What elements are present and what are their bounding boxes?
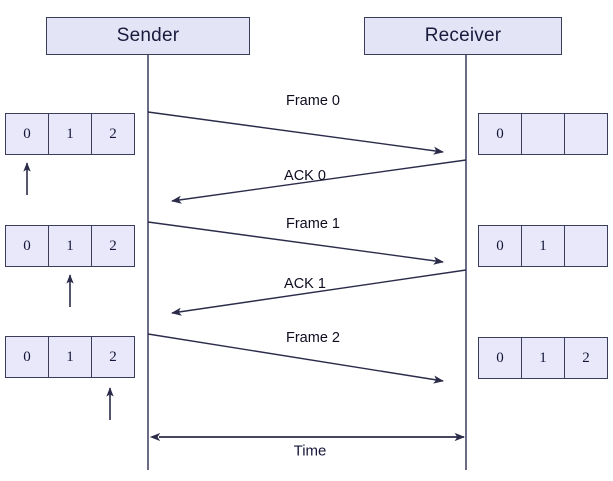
sender-label: Sender bbox=[116, 25, 180, 46]
buffer-cell bbox=[565, 114, 607, 154]
buffer-pointer-arrows bbox=[23, 162, 114, 420]
frame-0-arrow bbox=[147, 111, 444, 155]
ack-1-label: ACK 1 bbox=[284, 276, 326, 292]
frame-1-label: Frame 1 bbox=[286, 216, 340, 232]
buffer-cell: 1 bbox=[522, 226, 565, 266]
buffer-cell: 1 bbox=[49, 114, 92, 154]
frame-2-arrow bbox=[147, 333, 444, 384]
frame-1-arrow bbox=[147, 221, 444, 265]
buffer-cell: 0 bbox=[6, 114, 49, 154]
lifelines bbox=[147, 55, 467, 470]
buffer-cell: 1 bbox=[522, 338, 565, 378]
receiver-label: Receiver bbox=[424, 25, 502, 46]
message-arrows bbox=[147, 111, 467, 384]
ack-1-arrow bbox=[171, 269, 467, 316]
buffer-cell: 0 bbox=[479, 338, 522, 378]
frame-2-label: Frame 2 bbox=[286, 330, 340, 346]
receiver-node[interactable]: Receiver bbox=[364, 17, 562, 55]
buffer-cell: 2 bbox=[92, 226, 134, 266]
ack-0-label: ACK 0 bbox=[284, 168, 326, 184]
sender-node[interactable]: Sender bbox=[46, 17, 250, 55]
buffer-cell: 0 bbox=[479, 226, 522, 266]
ack-0-arrow bbox=[171, 159, 467, 204]
receiver-buffer-0[interactable]: 0 bbox=[478, 113, 608, 155]
buffer-cell: 2 bbox=[92, 114, 134, 154]
buffer-cell: 0 bbox=[6, 226, 49, 266]
buffer-cell: 0 bbox=[479, 114, 522, 154]
buffer-cell bbox=[565, 226, 607, 266]
frame-0-label: Frame 0 bbox=[286, 93, 340, 109]
buffer-cell: 1 bbox=[49, 226, 92, 266]
buffer-cell bbox=[522, 114, 565, 154]
time-axis-label: Time bbox=[293, 442, 327, 460]
buffer-cell: 2 bbox=[92, 337, 134, 377]
buffer-cell: 0 bbox=[6, 337, 49, 377]
buffer-cell: 2 bbox=[565, 338, 607, 378]
buffer-cell: 1 bbox=[49, 337, 92, 377]
